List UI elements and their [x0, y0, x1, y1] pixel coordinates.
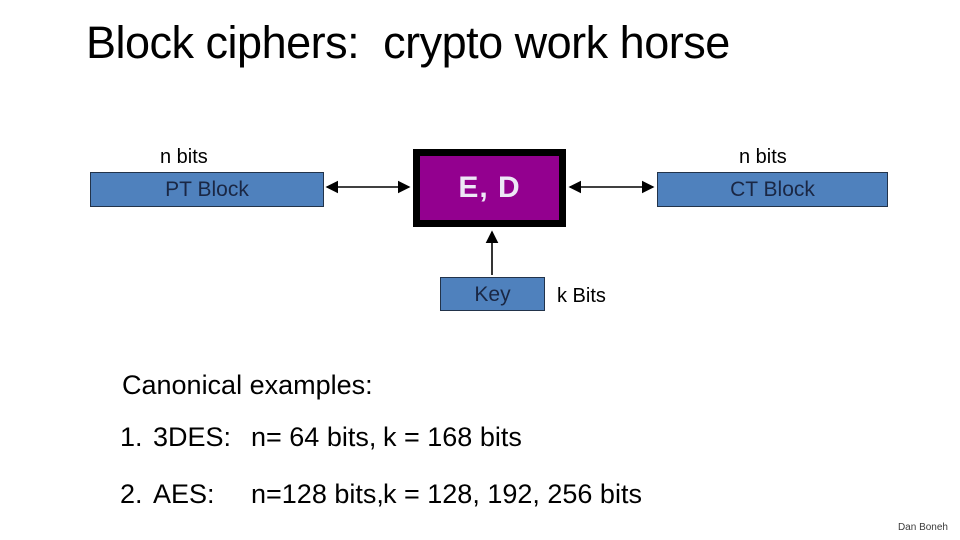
- cipher-block-label: E, D: [458, 171, 521, 204]
- example-cipher-name: 3DES:: [153, 422, 232, 452]
- example-row-aes: 2. AES: n=128 bits, k = 128, 192, 256 bi…: [120, 477, 642, 511]
- key-bitwidth-caption: k Bits: [557, 285, 606, 307]
- example-key-size: k = 128, 192, 256 bits: [383, 479, 642, 509]
- example-number: 2.: [120, 479, 143, 509]
- examples-heading: Canonical examples:: [122, 370, 373, 400]
- example-row-3des: 1. 3DES: n= 64 bits, k = 168 bits: [120, 420, 522, 454]
- key-block[interactable]: Key: [440, 277, 545, 311]
- example-cipher-name: AES:: [153, 479, 215, 509]
- author-credit: Dan Boneh: [897, 522, 948, 533]
- page-title: Block ciphers: crypto work horse: [86, 17, 730, 68]
- example-block-size: n=128 bits,: [251, 479, 384, 509]
- cipher-block[interactable]: E, D: [413, 149, 566, 227]
- example-number: 1.: [120, 422, 143, 452]
- ciphertext-block[interactable]: CT Block: [657, 172, 888, 207]
- plaintext-block-label: PT Block: [165, 178, 249, 201]
- example-key-size: k = 168 bits: [383, 422, 522, 452]
- ciphertext-block-label: CT Block: [730, 178, 815, 201]
- key-block-label: Key: [474, 282, 511, 306]
- plaintext-block[interactable]: PT Block: [90, 172, 324, 207]
- example-block-size: n= 64 bits,: [251, 422, 377, 452]
- plaintext-bitwidth-caption: n bits: [160, 146, 208, 168]
- ciphertext-bitwidth-caption: n bits: [739, 146, 787, 168]
